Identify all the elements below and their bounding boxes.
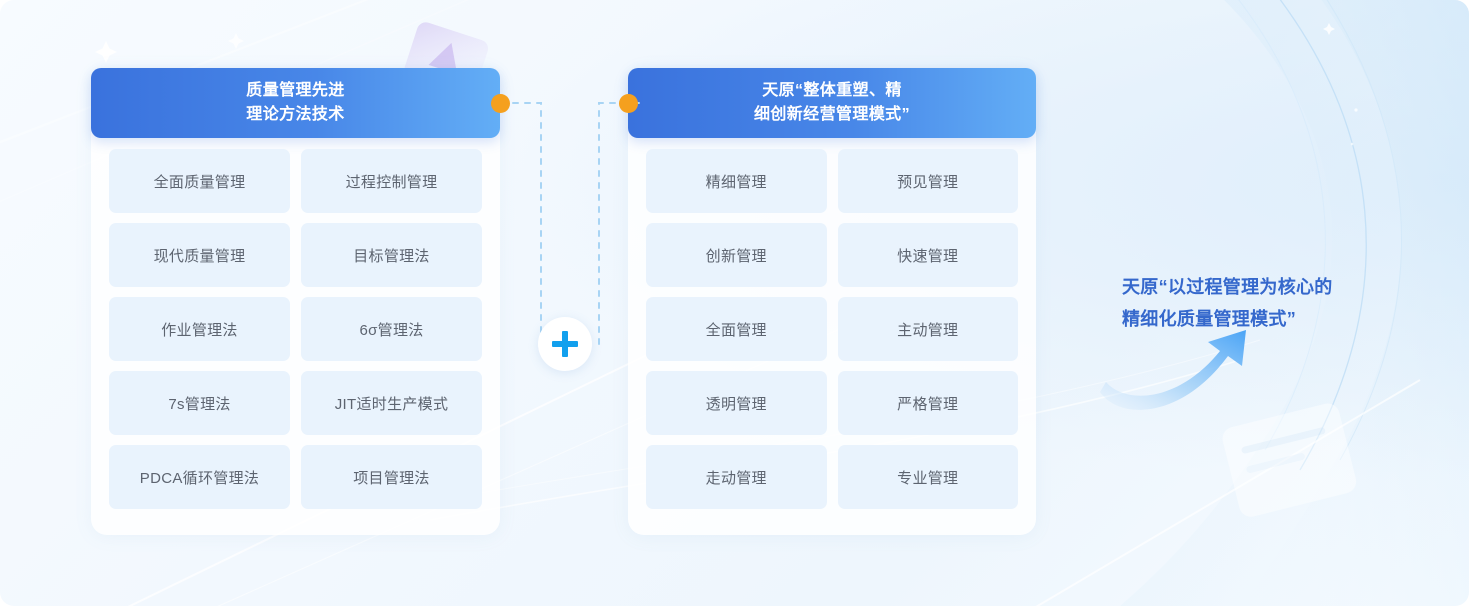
list-item[interactable]: 走动管理 bbox=[646, 445, 827, 509]
list-item[interactable]: 作业管理法 bbox=[109, 297, 290, 361]
right-header-line-1: 天原“整体重塑、精 bbox=[762, 82, 902, 99]
left-header-line-1: 质量管理先进 bbox=[246, 82, 345, 99]
list-item[interactable]: 快速管理 bbox=[837, 223, 1018, 287]
plus-icon bbox=[538, 317, 592, 371]
left-panel: 质量管理先进 理论方法技术 全面质量管理 过程控制管理 现代质量管理 目标管理法… bbox=[91, 68, 500, 535]
list-item[interactable]: 创新管理 bbox=[646, 223, 827, 287]
result-caption-line-1: 天原“以过程管理为核心的 bbox=[1122, 277, 1333, 297]
connector-dot-right bbox=[619, 94, 638, 113]
list-item[interactable]: 项目管理法 bbox=[301, 445, 482, 509]
list-item[interactable]: PDCA循环管理法 bbox=[109, 445, 290, 509]
list-item[interactable]: 严格管理 bbox=[837, 371, 1018, 435]
right-header-line-2: 细创新经营管理模式” bbox=[753, 106, 910, 123]
list-item[interactable]: 目标管理法 bbox=[301, 223, 482, 287]
plus-icon-vertical-bar bbox=[562, 331, 568, 357]
list-item[interactable]: 精细管理 bbox=[646, 149, 827, 213]
list-item[interactable]: 7s管理法 bbox=[109, 371, 290, 435]
right-panel-header: 天原“整体重塑、精 细创新经营管理模式” bbox=[628, 68, 1036, 138]
connector-dot-left bbox=[491, 94, 510, 113]
list-item[interactable]: 专业管理 bbox=[837, 445, 1018, 509]
list-item[interactable]: 现代质量管理 bbox=[109, 223, 290, 287]
list-item[interactable]: 主动管理 bbox=[837, 297, 1018, 361]
result-caption-line-2: 精细化质量管理模式” bbox=[1122, 309, 1296, 329]
list-item[interactable]: JIT适时生产模式 bbox=[301, 371, 482, 435]
result-caption: 天原“以过程管理为核心的 精细化质量管理模式” bbox=[1122, 271, 1372, 335]
curved-arrow-shape bbox=[1100, 330, 1246, 410]
right-panel: 天原“整体重塑、精 细创新经营管理模式” 精细管理 预见管理 创新管理 快速管理… bbox=[628, 68, 1036, 535]
list-item[interactable]: 全面质量管理 bbox=[109, 149, 290, 213]
list-item[interactable]: 6σ管理法 bbox=[301, 297, 482, 361]
right-panel-grid: 精细管理 预见管理 创新管理 快速管理 全面管理 主动管理 透明管理 严格管理 … bbox=[646, 149, 1018, 509]
list-item[interactable]: 预见管理 bbox=[837, 149, 1018, 213]
left-header-line-2: 理论方法技术 bbox=[246, 106, 345, 123]
left-panel-header: 质量管理先进 理论方法技术 bbox=[91, 68, 500, 138]
list-item[interactable]: 透明管理 bbox=[646, 371, 827, 435]
curved-arrow-icon bbox=[1096, 328, 1276, 418]
list-item[interactable]: 过程控制管理 bbox=[301, 149, 482, 213]
left-panel-grid: 全面质量管理 过程控制管理 现代质量管理 目标管理法 作业管理法 6σ管理法 7… bbox=[109, 149, 482, 509]
list-item[interactable]: 全面管理 bbox=[646, 297, 827, 361]
